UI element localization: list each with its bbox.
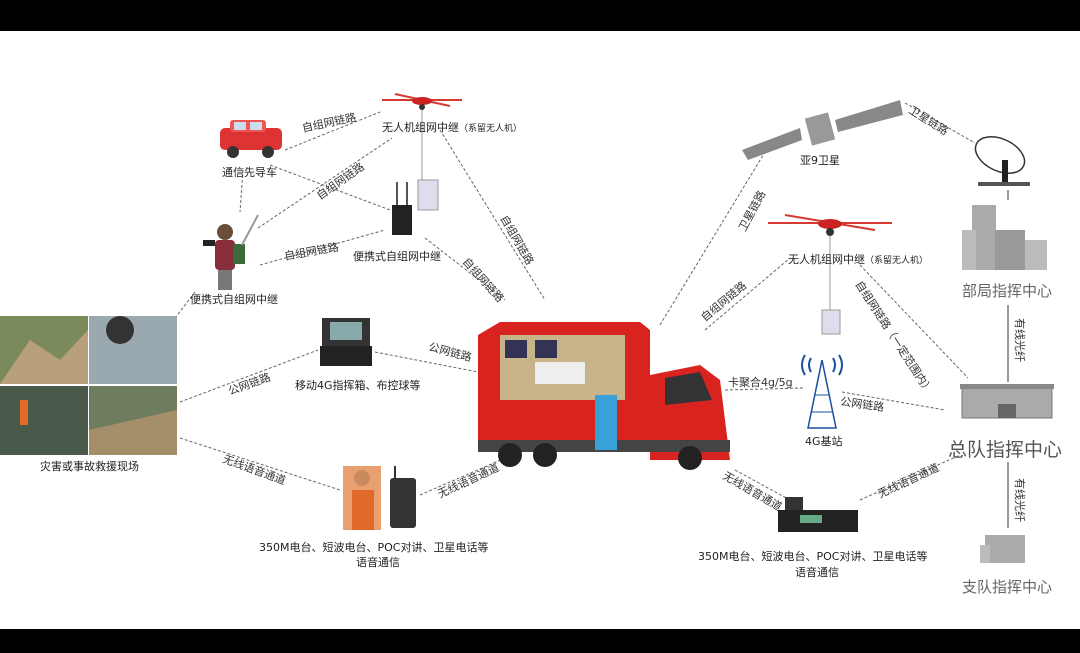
leader-car-icon [220,120,282,158]
link-radio-truck [419,455,511,496]
link-label: 自组网链路 [698,278,749,324]
ministry-building-icon [962,205,1047,270]
radios-left-icon [343,466,416,530]
link-truck-tower [724,387,806,391]
link-car-drone [284,111,381,151]
link-truck-radio-right [734,469,791,501]
detachment-center-label: 支队指挥中心 [962,578,1052,596]
link-label: 无线语音通道 [435,460,501,501]
link-label: 卫星链路 [906,103,951,138]
drone-top-label: 无人机组网中继（系留无人机） [382,120,522,134]
link-car-portable [269,164,391,211]
link-label: 自组网链路 [301,110,358,135]
link-tower-hq [841,391,946,411]
person-relay-label: 便携式自组网中继 [190,292,278,306]
detachment-building-icon [980,535,1025,563]
link-label: 自组网链路 [460,255,507,305]
link-label: 公网链路 [840,394,886,414]
tower-label: 4G基站 [805,434,843,448]
portable-relay-icon [392,182,412,235]
portable-relay-label: 便携式自组网中继 [353,249,441,263]
command-truck-icon [478,322,730,470]
link-label: 有线光纤 [1013,478,1027,522]
link-truck-drone-right [704,257,791,331]
drone-right-label: 无人机组网中继（系留无人机） [788,252,928,266]
4g-tower-icon [801,354,843,429]
drone-right-icon [768,214,892,335]
link-person-portable [259,229,386,266]
link-label: 卡聚合4g/5g [728,375,793,389]
link-labels: 自组网链路 自组网链路 自组网链路 自组网链路 自组网链路 公网链路 公网链路 … [221,103,1027,522]
link-label: 自组网链路 [497,213,537,268]
link-lines [174,102,1009,528]
link-truck-satellite [659,151,766,326]
link-label: 卫星链路 [735,188,768,233]
top-letterbox [0,0,1080,31]
bottom-letterbox [0,629,1080,653]
link-radio-right-hq [859,454,961,501]
link-label: 自组网链路 [314,159,367,202]
corps-center-label: 总队指挥中心 [948,439,1062,461]
link-box-truck [374,351,479,373]
satellite-icon [742,100,903,160]
link-satellite-dish [904,102,976,144]
scene-label: 灾害或事故救援现场 [40,459,139,473]
radios-left-sublabel: 语音通信 [356,555,400,569]
ministry-center-label: 部局指挥中心 [962,282,1052,300]
link-scene-radio [179,437,341,491]
link-portable-truck [424,237,506,301]
satellite-label: 亚9卫星 [800,154,840,167]
link-person-scene [174,291,196,319]
leader-car-label: 通信先导车 [222,165,277,179]
link-drone-right-hq [859,264,969,379]
link-drone-truck [439,129,546,301]
person-with-relay-icon [203,214,259,290]
link-label: 有线光纤 [1013,318,1027,362]
radios-right-label: 350M电台、短波电台、POC对讲、卫星电话等 [698,549,927,563]
link-label: 自组网链路（一定范围内） [852,278,936,396]
scene-photos [0,316,177,455]
link-label: 无线语音通道 [875,460,941,501]
link-person-drone [257,137,393,229]
drone-icon [382,93,462,211]
link-label: 公网链路 [226,370,272,398]
radios-right-sublabel: 语音通信 [795,565,839,579]
corps-hq-building-icon [960,384,1054,419]
mobile-box-label: 移动4G指挥箱、布控球等 [295,378,421,392]
link-scene-box [179,349,319,403]
radios-left-label: 350M电台、短波电台、POC对讲、卫星电话等 [259,540,488,554]
radios-right-icon [778,497,858,532]
link-car-person [239,169,244,213]
mobile-4g-box-icon [320,318,372,366]
satellite-dish-icon [974,136,1030,186]
link-label: 无线语音通道 [721,468,785,513]
link-label: 自组网链路 [283,240,340,263]
link-label: 公网链路 [427,339,473,364]
